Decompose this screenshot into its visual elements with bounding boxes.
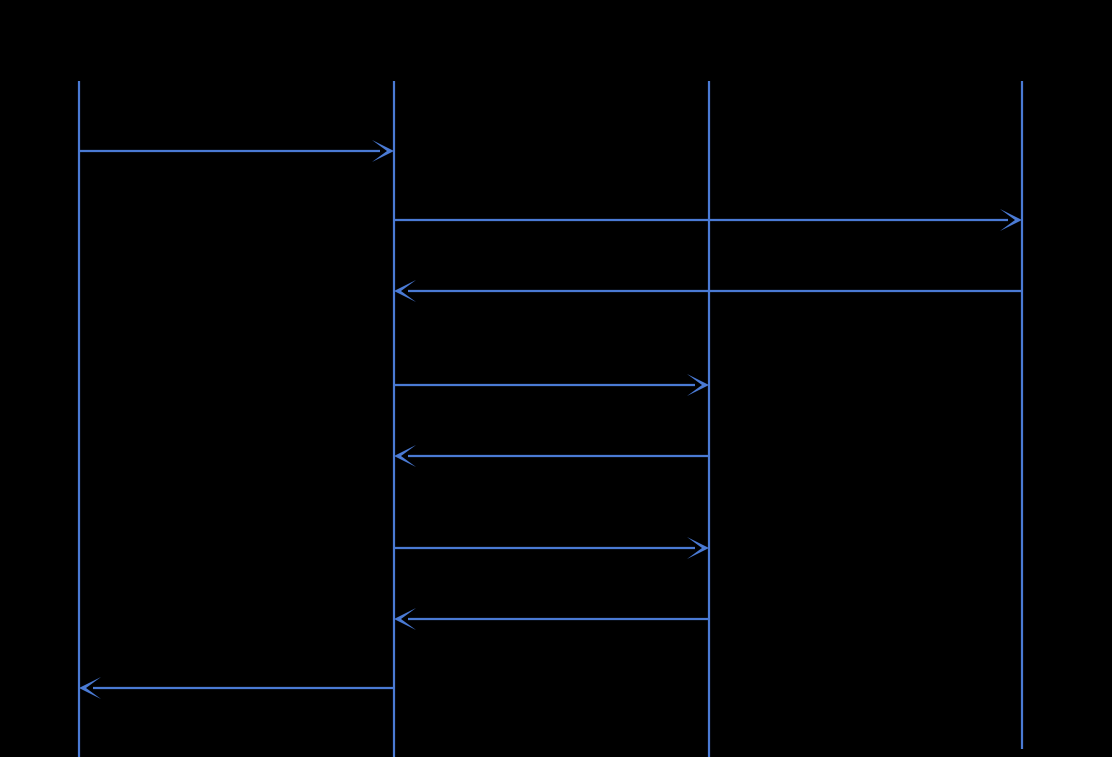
arrow-head-m1	[372, 140, 394, 162]
arrow-head-m8	[79, 677, 101, 699]
arrow-head-m6	[687, 537, 709, 559]
arrow-head-m2	[1000, 209, 1022, 231]
lifelines-group	[77, 81, 1024, 757]
messages-group	[79, 140, 1022, 699]
arrow-head-m4	[687, 374, 709, 396]
arrow-head-m3	[394, 280, 416, 302]
arrow-head-m7	[394, 608, 416, 630]
arrow-head-m5	[394, 445, 416, 467]
